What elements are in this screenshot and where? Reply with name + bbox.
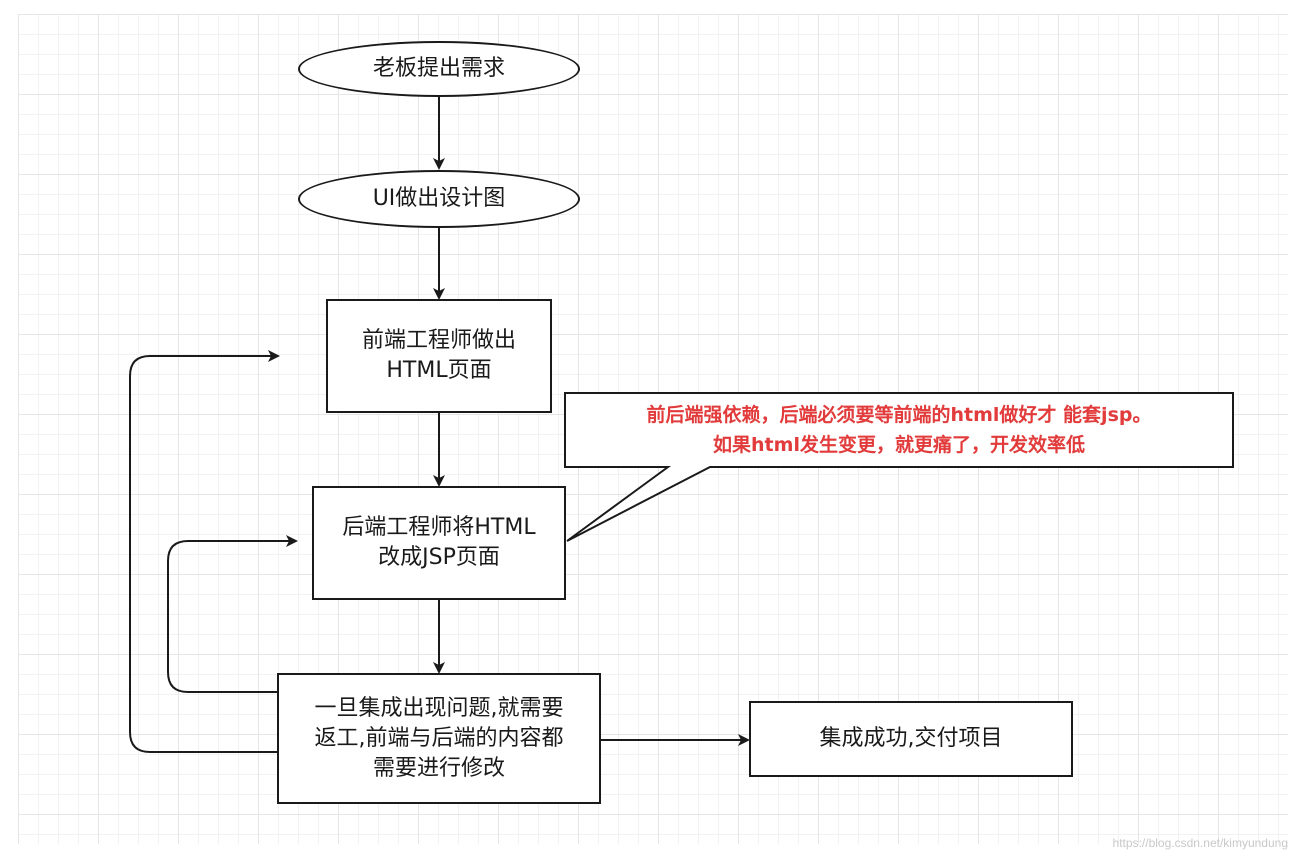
node-frontend-html-label: 前端工程师做出 HTML页面 bbox=[361, 328, 516, 383]
node-boss-request: 老板提出需求 bbox=[298, 41, 580, 97]
arrow-integration-loop-to-frontend bbox=[129, 350, 280, 753]
watermark-text: https://blog.csdn.net/kimyundung bbox=[1112, 836, 1288, 850]
callout-note-text: 前后端强依赖，后端必须要等前端的html做好才 能套jsp。 如果html发生变… bbox=[646, 404, 1152, 456]
node-integration-issue-label: 一旦集成出现问题,就需要 返工,前端与后端的内容都 需要进行修改 bbox=[314, 695, 564, 781]
node-backend-jsp-label: 后端工程师将HTML 改成JSP页面 bbox=[342, 515, 536, 570]
node-integration-issue: 一旦集成出现问题,就需要 返工,前端与后端的内容都 需要进行修改 bbox=[277, 673, 601, 804]
callout-bubble bbox=[564, 392, 1234, 542]
arrow-integration-loop-to-backend bbox=[167, 535, 298, 693]
node-integration-success-label: 集成成功,交付项目 bbox=[819, 726, 1003, 751]
node-boss-request-label: 老板提出需求 bbox=[372, 56, 505, 81]
node-frontend-html: 前端工程师做出 HTML页面 bbox=[326, 299, 552, 413]
node-ui-design: UI做出设计图 bbox=[298, 170, 580, 228]
node-integration-success: 集成成功,交付项目 bbox=[749, 701, 1073, 777]
node-ui-design-label: UI做出设计图 bbox=[372, 186, 506, 211]
node-backend-jsp: 后端工程师将HTML 改成JSP页面 bbox=[312, 486, 566, 600]
